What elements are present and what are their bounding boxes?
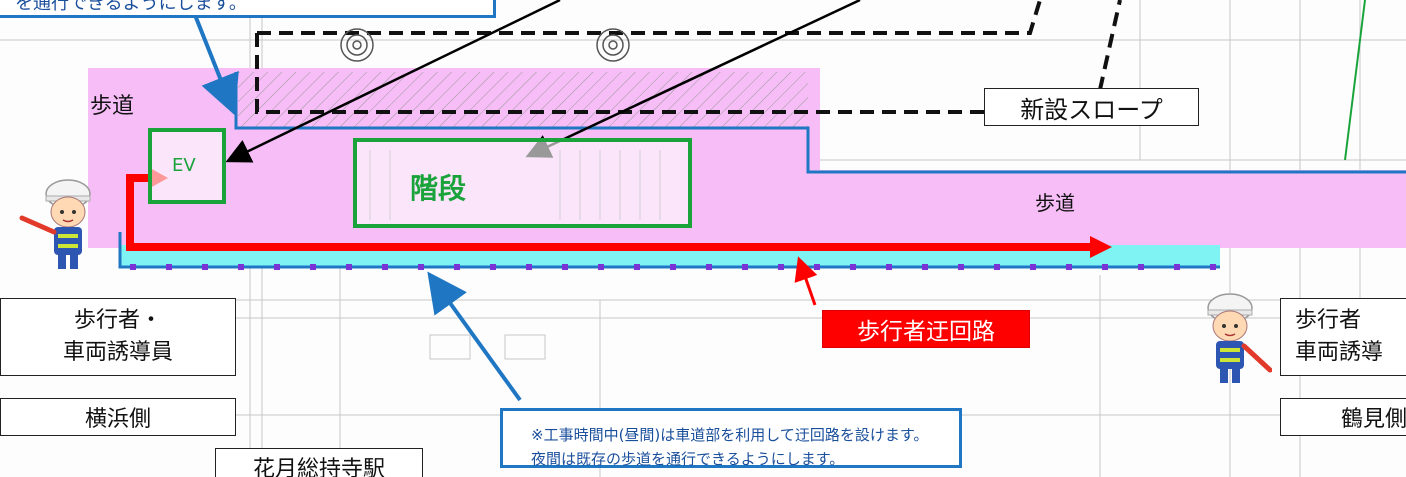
top-callout-text: を通行できるようにします。 — [15, 0, 247, 14]
slope-hatched-area — [238, 72, 808, 127]
note-line-2: 夜間は既存の歩道を通行できるようにします。 — [531, 450, 845, 468]
top-callout-box: を通行できるようにします。 — [0, 0, 496, 18]
new-slope-outline-right — [1093, 0, 1122, 113]
new-slope-outline — [255, 33, 985, 114]
pointer-arrow-ev — [225, 0, 561, 163]
ev-box — [148, 128, 226, 204]
detour-route-label: 歩行者迂回路 — [822, 310, 1030, 348]
daytime-detour-note: ※工事時間中(昼間)は車道部を利用して迂回路を設けます。 夜間は既存の歩道を通行… — [500, 408, 962, 468]
sidewalk-label-left: 歩道 — [90, 94, 135, 119]
detour-route-line — [126, 174, 1090, 251]
barrier-cones — [130, 264, 1216, 270]
green-boundary — [1344, 0, 1366, 161]
detour-arrowhead-right — [1090, 236, 1112, 258]
callout-arrow-note — [427, 271, 522, 402]
callout-arrow-top — [193, 14, 239, 116]
stairs-box — [353, 138, 692, 228]
sidewalk-label-right: 歩道 — [1035, 191, 1075, 215]
station-label: 花月総持寺駅 — [215, 448, 423, 477]
tsurumi-side-label: 鶴見側 — [1280, 398, 1406, 436]
ev-label: EV — [172, 155, 196, 176]
traffic-guard-worker-icon — [19, 179, 91, 269]
detour-label-arrow — [794, 256, 818, 306]
note-line-1: ※工事時間中(昼間)は車道部を利用して迂回路を設けます。 — [531, 426, 929, 444]
pointer-arrow-stairs — [525, 0, 861, 158]
new-slope-outline-top — [257, 0, 1042, 35]
guard-label-left: 歩行者・ 車両誘導員 — [0, 298, 236, 376]
manhole-symbols — [340, 28, 630, 62]
stairs-label: 階段 — [410, 172, 467, 205]
traffic-guard-worker-icon — [1207, 293, 1272, 383]
yokohama-side-label: 横浜側 — [0, 398, 236, 436]
guard-label-right: 歩行者 車両誘導 — [1280, 298, 1406, 376]
new-slope-label: 新設スロープ — [984, 88, 1199, 126]
